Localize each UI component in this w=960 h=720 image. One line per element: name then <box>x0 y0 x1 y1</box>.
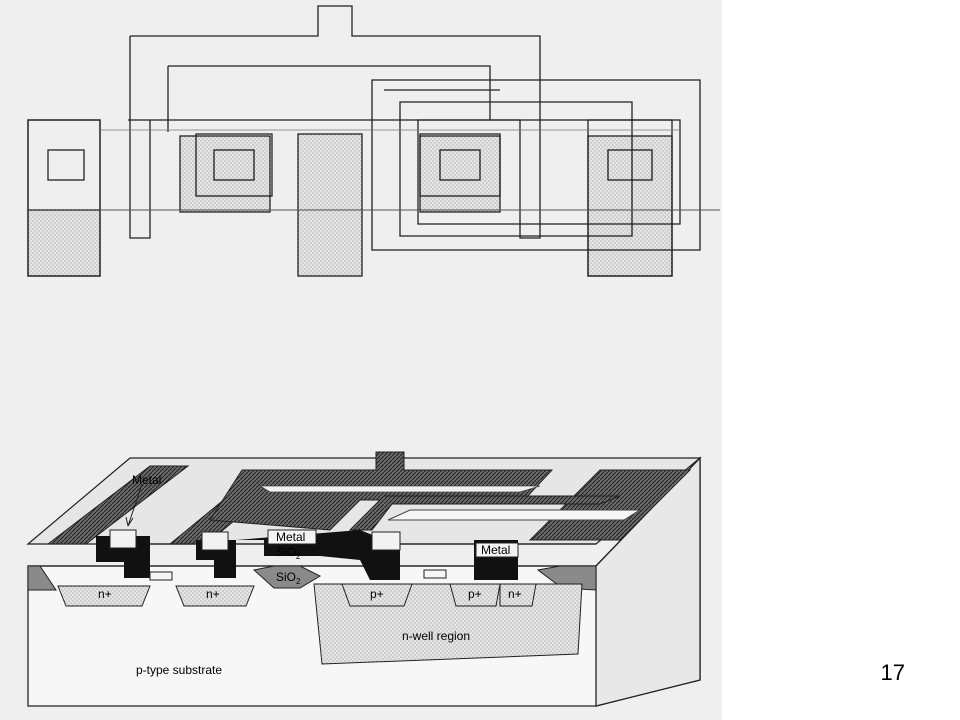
field-oxide <box>46 465 190 545</box>
metal-interconnect-top <box>258 485 541 493</box>
metal-wire <box>129 36 151 239</box>
metal-wire <box>417 119 681 225</box>
metal-interconnect-top <box>387 509 642 521</box>
label-n-plus: n+ <box>508 587 522 601</box>
contact <box>607 149 653 181</box>
field-oxide <box>528 469 692 541</box>
diffusion-n-plus <box>57 585 151 607</box>
gate-metal-box <box>267 529 317 545</box>
metal-wire <box>399 101 633 237</box>
label-p-plus: p+ <box>370 587 384 601</box>
page-number: 17 <box>880 660 905 685</box>
contact <box>213 149 255 181</box>
label-sio2-upper: SiO2 <box>276 545 301 561</box>
diffusion-n-plus <box>175 585 255 607</box>
layout-top-view <box>27 5 720 277</box>
label-n-plus: n+ <box>206 587 220 601</box>
label-metal-callout: Metal <box>132 473 161 487</box>
label-metal-gate: Metal <box>481 543 510 557</box>
diffusion-region <box>419 135 501 213</box>
contact-border <box>419 133 501 197</box>
cmos-figure: Metal Metal Metal SiO2 SiO2 n+ n+ p+ p+ … <box>26 5 720 707</box>
label-n-well: n-well region <box>402 629 470 643</box>
diffusion-region <box>179 135 271 213</box>
callout-arrowhead <box>125 516 134 527</box>
label-n-plus: n+ <box>98 587 112 601</box>
contact-opening <box>109 529 137 549</box>
cross-section-view: Metal Metal Metal SiO2 SiO2 n+ n+ p+ p+ … <box>26 451 702 707</box>
label-substrate: p-type substrate <box>136 663 222 677</box>
diffusion-region <box>27 209 101 277</box>
diffusion-p-plus <box>449 583 501 607</box>
contact-opening <box>371 531 401 551</box>
diffusion-region <box>587 135 673 277</box>
contact <box>47 149 85 181</box>
field-oxide-front <box>252 565 322 589</box>
diffusion-p-plus <box>341 583 413 607</box>
diffusion-n-plus <box>499 583 537 607</box>
metal-wire <box>371 79 701 251</box>
metal-wire <box>128 5 541 239</box>
label-metal-gate: Metal <box>276 530 305 544</box>
contact-border <box>195 133 273 197</box>
gate-oxide <box>423 569 447 579</box>
callout-arrow <box>127 483 143 527</box>
field-oxide-front <box>27 565 57 591</box>
metal-wire <box>168 65 491 120</box>
contact-opening <box>201 531 229 551</box>
gate-oxide <box>149 571 173 581</box>
gate-metal-box <box>475 542 519 558</box>
contact <box>439 149 481 181</box>
active-area <box>27 119 101 277</box>
label-sio2-lower: SiO2 <box>276 570 301 586</box>
label-p-plus: p+ <box>468 587 482 601</box>
poly-region <box>297 133 363 277</box>
metal-interconnect <box>348 495 621 531</box>
active-area <box>27 119 101 211</box>
